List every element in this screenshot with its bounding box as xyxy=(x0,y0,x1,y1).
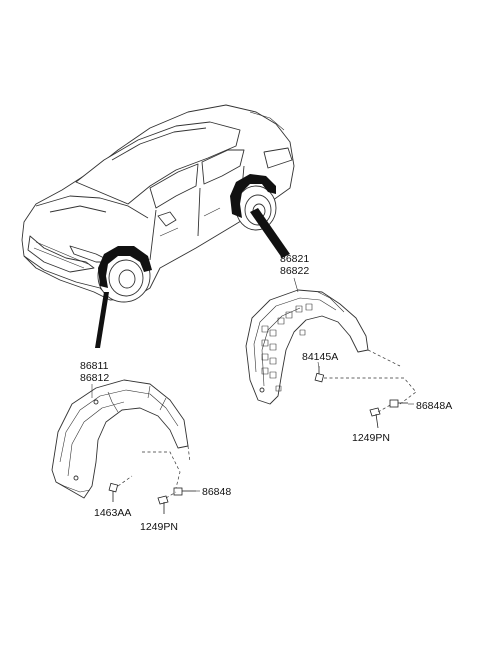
rear-nut-84145a xyxy=(314,366,325,383)
label-front-clip: 86848 xyxy=(202,486,231,498)
label-front-liner-b: 86812 xyxy=(80,372,109,384)
rear-clip-86848a xyxy=(389,399,408,408)
rear-wheel-liner xyxy=(245,289,369,405)
label-rear-liner-a: 86821 xyxy=(280,253,309,265)
front-clip-86848 xyxy=(173,487,196,496)
label-rear-nut: 84145A xyxy=(302,351,338,363)
rear-screw-1249pn xyxy=(369,407,381,429)
front-screw-1249pn xyxy=(157,495,169,514)
label-front-liner-a: 86811 xyxy=(80,360,109,372)
label-rear-screw: 1249PN xyxy=(352,432,390,444)
rear-leader xyxy=(250,208,290,258)
car-illustration xyxy=(21,104,295,303)
label-front-screw: 1249PN xyxy=(140,521,178,533)
front-nut-1463aa xyxy=(108,482,119,502)
label-rear-clip: 86848A xyxy=(416,400,452,412)
rear-liner-highlight xyxy=(230,174,276,218)
front-liner-highlight xyxy=(98,246,152,288)
front-wheel-liner xyxy=(51,379,189,499)
label-rear-liner-b: 86822 xyxy=(280,265,309,277)
label-front-nut: 1463AA xyxy=(94,507,131,519)
front-leader xyxy=(95,292,109,348)
